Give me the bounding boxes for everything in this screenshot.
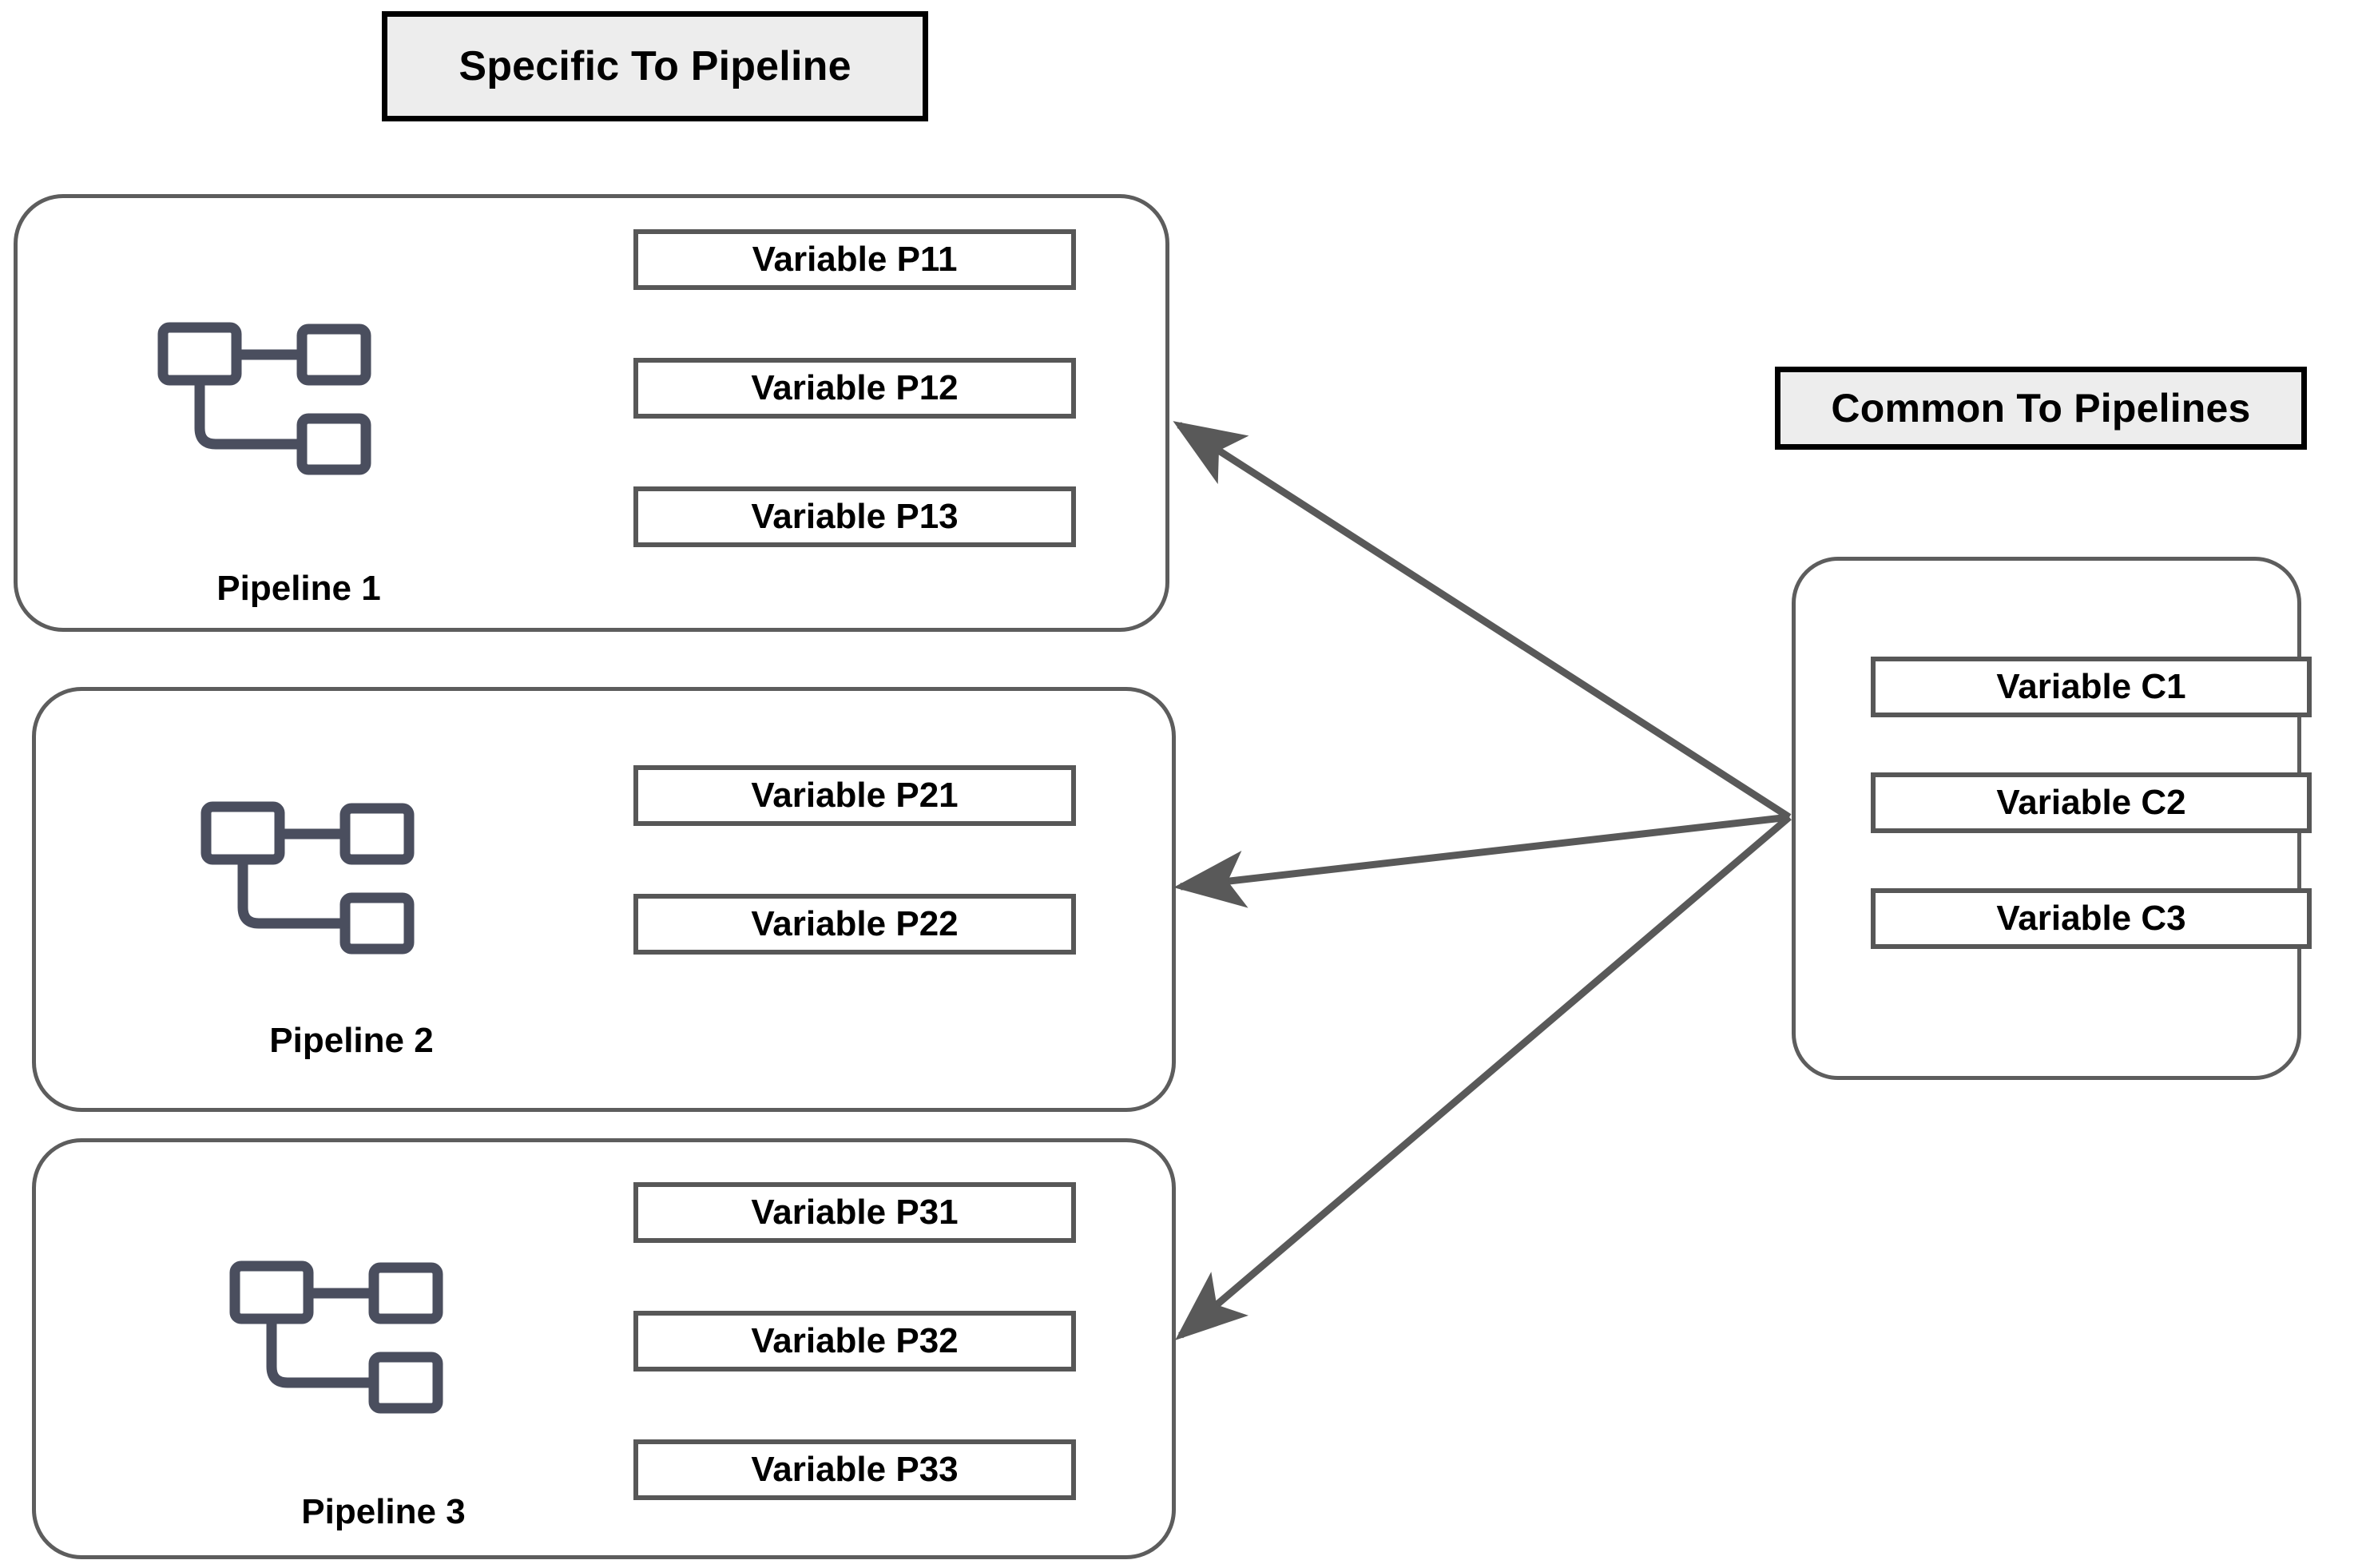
variable-box-p13[interactable]: Variable P13 — [633, 486, 1076, 547]
variable-box-p31[interactable]: Variable P31 — [633, 1182, 1076, 1243]
variable-box-p12[interactable]: Variable P12 — [633, 358, 1076, 419]
variable-box-c1[interactable]: Variable C1 — [1871, 657, 2312, 717]
arrow-common-to-pipeline-1 — [1173, 421, 1792, 820]
variable-box-p22[interactable]: Variable P22 — [633, 894, 1076, 955]
arrow-common-to-pipeline-2 — [1173, 813, 1790, 908]
pipeline-tree-icon — [200, 800, 415, 956]
variable-box-p11[interactable]: Variable P11 — [633, 229, 1076, 290]
variable-box-c3[interactable]: Variable C3 — [1871, 888, 2312, 949]
variable-box-p21[interactable]: Variable P21 — [633, 765, 1076, 826]
arrow-common-to-pipeline-3 — [1175, 814, 1792, 1340]
pipeline-1-caption: Pipeline 1 — [216, 569, 381, 608]
variable-box-c2[interactable]: Variable C2 — [1871, 772, 2312, 833]
pipeline-tree-icon — [157, 321, 372, 477]
pipeline-tree-icon — [228, 1260, 444, 1415]
legend-common-to-pipelines: Common To Pipelines — [1775, 367, 2307, 450]
legend-specific-to-pipeline: Specific To Pipeline — [382, 11, 928, 121]
pipeline-3-caption: Pipeline 3 — [301, 1492, 466, 1531]
variable-box-p33[interactable]: Variable P33 — [633, 1439, 1076, 1500]
variable-box-p32[interactable]: Variable P32 — [633, 1311, 1076, 1372]
pipeline-2-caption: Pipeline 2 — [269, 1021, 434, 1060]
